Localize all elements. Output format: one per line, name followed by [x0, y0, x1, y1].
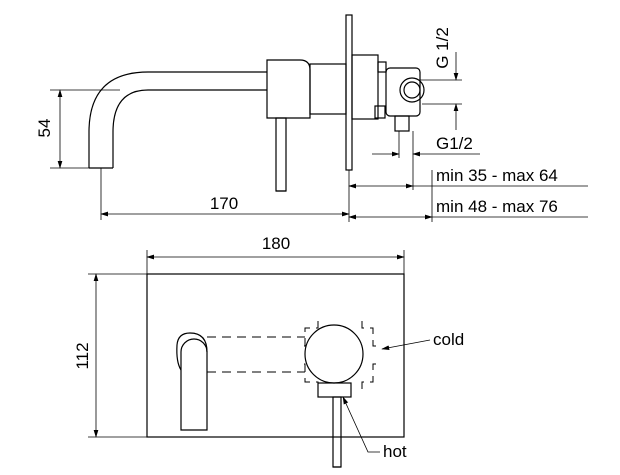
mixer-body	[266, 59, 347, 192]
dimension-depth-outer: min 48 - max 76	[348, 197, 588, 220]
dim-depth-inner-label: min 35 - max 64	[436, 166, 558, 185]
side-view: 54 170 G 1/2 G1/2	[35, 14, 588, 222]
dim-depth-outer-label: min 48 - max 76	[436, 197, 558, 216]
dimension-height-112: 112	[73, 273, 147, 438]
spout	[88, 71, 267, 169]
dimension-height-54: 54	[35, 89, 120, 169]
dim-width-label: 180	[262, 234, 290, 253]
cover-plate	[146, 273, 405, 438]
label-hot: hot	[383, 442, 407, 461]
dim-connection-bottom-label: G1/2	[436, 134, 473, 153]
mixer-handle	[304, 324, 364, 468]
label-cold: cold	[433, 330, 464, 349]
dimension-depth-inner: min 35 - max 64	[348, 166, 588, 222]
dim-height-label: 54	[35, 119, 54, 138]
wall-plate	[345, 14, 353, 171]
dim-connection-top-label: G 1/2	[433, 27, 452, 69]
valve-body	[351, 54, 425, 132]
dimension-connection-bottom: G1/2	[372, 131, 480, 190]
hidden-lines	[207, 321, 380, 389]
front-view: 180 112 cold hot	[73, 234, 464, 468]
callout-hot: hot	[342, 396, 407, 461]
dim-spout-label: 170	[210, 194, 238, 213]
dimension-width-180: 180	[146, 234, 405, 274]
dimension-connection-top: G 1/2	[420, 27, 462, 130]
callout-cold: cold	[381, 330, 464, 351]
spout-front	[176, 332, 208, 431]
dimension-spout-170: 170	[100, 168, 350, 222]
dim-front-height-label: 112	[73, 342, 92, 369]
